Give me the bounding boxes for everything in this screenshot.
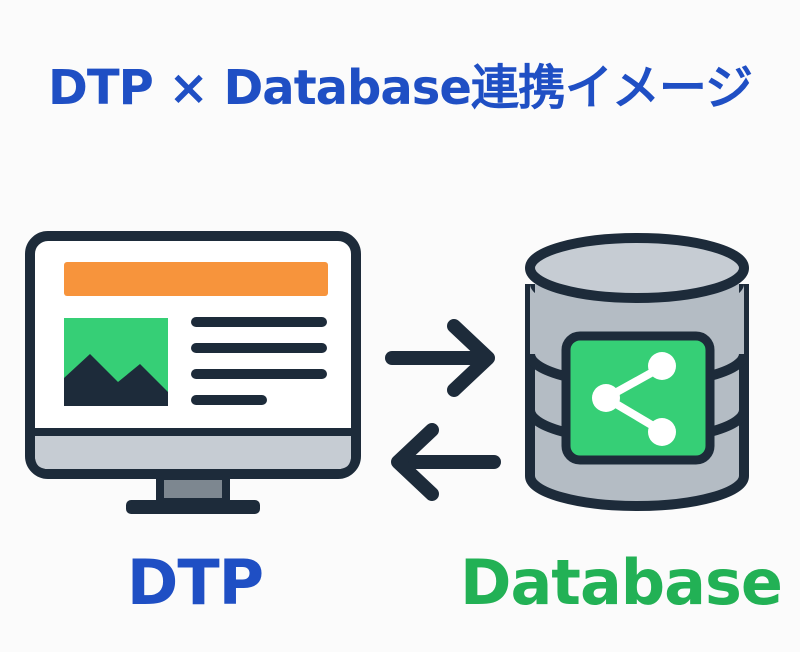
monitor-icon (25, 231, 361, 514)
text-lines (191, 317, 327, 405)
diagram-title: DTP × Database連携イメージ (48, 60, 753, 116)
database-label: Database (460, 546, 783, 619)
header-bar (64, 262, 328, 296)
share-badge (561, 331, 715, 465)
arrow-left-icon (391, 423, 501, 501)
image-placeholder-icon (64, 318, 168, 406)
dtp-label: DTP (126, 546, 264, 619)
share-icon (592, 352, 676, 446)
arrow-right-icon (385, 319, 495, 397)
database-icon (525, 233, 749, 511)
